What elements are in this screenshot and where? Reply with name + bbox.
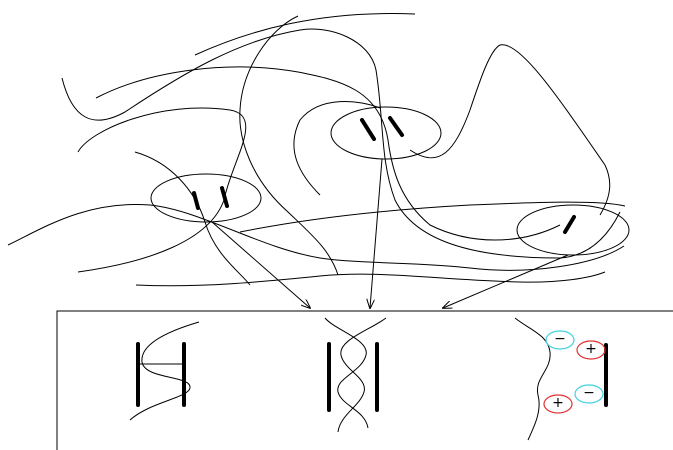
arrow-left (212, 222, 310, 308)
crosslink-region-left (151, 174, 261, 222)
chain-segment (194, 193, 198, 208)
mechanism-bridge (130, 322, 199, 420)
polymer-chain (410, 45, 610, 215)
polymer-chain (294, 101, 380, 195)
charge-symbol: − (554, 331, 566, 347)
polymer-chain (240, 16, 338, 275)
mechanism-ionic: − + − + (515, 318, 606, 440)
arrow-center (370, 159, 382, 308)
crosslink-bars (194, 118, 574, 232)
charge-symbol: + (585, 341, 597, 357)
chain-segment (362, 120, 374, 139)
chain-segment (565, 217, 574, 232)
charge-symbol: − (583, 385, 595, 401)
bridge-chain (130, 322, 199, 420)
entangled-chain (325, 318, 368, 428)
ionic-chain (515, 318, 550, 440)
crosslink-region-center (331, 107, 441, 159)
polymer-chain (136, 272, 605, 286)
mechanism-entanglement (325, 318, 386, 432)
polymer-chain (62, 29, 620, 258)
arrows (212, 159, 568, 308)
chain-segment (390, 118, 402, 135)
bottom-panel: − + − + (57, 311, 673, 450)
polymer-chain (8, 204, 624, 270)
panel-frame (57, 311, 673, 450)
polymer-chains (8, 13, 625, 285)
crosslink-region-right (517, 205, 629, 255)
crosslink-regions (151, 107, 629, 255)
polymer-chain (195, 13, 415, 55)
charge-symbol: + (552, 395, 564, 411)
